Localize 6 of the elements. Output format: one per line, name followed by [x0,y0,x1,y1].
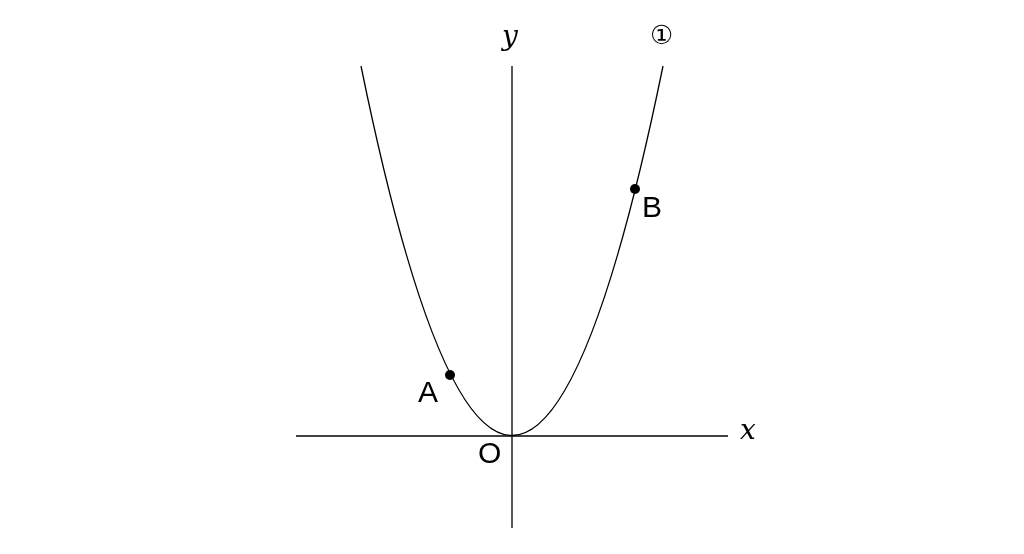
axis-label: y [502,22,518,50]
point-label: B [642,192,662,222]
axis-label: x [740,416,756,444]
origin-label: O [478,438,502,468]
curve-label: ① [650,22,674,48]
point-label: A [418,377,438,407]
